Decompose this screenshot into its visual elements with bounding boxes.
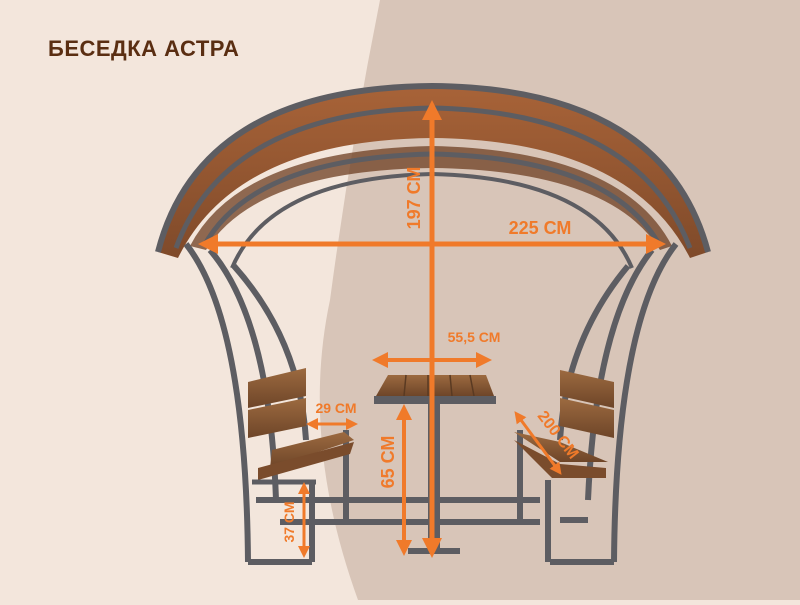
bench-length-arrow [514, 411, 562, 475]
height-label: 197 СМ [404, 167, 424, 230]
width-label: 225 СМ [509, 218, 572, 238]
table-width-label: 55,5 СМ [448, 329, 501, 345]
table-height-label: 65 СМ [378, 436, 398, 489]
dimension-lines [198, 100, 666, 558]
seat-depth-label: 29 СМ [315, 400, 356, 416]
left-bench [248, 368, 354, 485]
seat-height-label: 37 СМ [281, 501, 297, 542]
page-title: БЕСЕДКА АСТРА [48, 36, 240, 61]
